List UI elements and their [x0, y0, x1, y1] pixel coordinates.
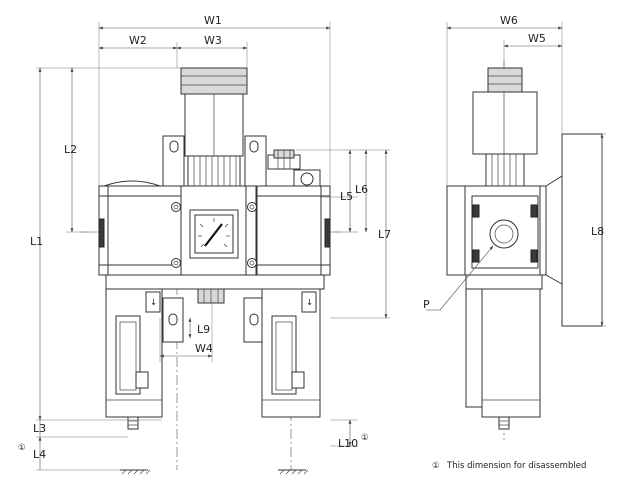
bowl-label: [291, 371, 305, 389]
svg-text:↓: ↓: [306, 298, 313, 308]
side-bonnet-ribs: [491, 154, 517, 186]
side-mounting-plate: [561, 133, 603, 327]
port-left: [98, 218, 105, 248]
dim-label-w2: W2: [129, 34, 147, 47]
sight-glass-inner: [119, 321, 137, 391]
slot-right-lower: [249, 313, 259, 326]
bowl-latch: [301, 291, 317, 313]
lower-neck: [105, 274, 325, 343]
port-right: [324, 218, 331, 248]
gauge-needle: [204, 223, 223, 247]
bonnet: [187, 155, 241, 191]
lubricator-cap: [267, 149, 321, 187]
side-tab: [472, 249, 480, 263]
screw: [171, 258, 181, 268]
front-dimensions: W1 W2 W3 L1 L2 L3 L4 ① L5 L6 L7 L10 ①: [18, 14, 391, 471]
bowl-label: [135, 371, 149, 389]
slot-left-lower: [168, 313, 178, 326]
front-view: ↓ ↓: [80, 67, 345, 475]
lubricator-bowl: ↓: [261, 288, 321, 418]
bowl-latch: [145, 291, 161, 313]
dim-label-l4: L4: [33, 448, 46, 461]
regulator-knob: [162, 67, 267, 191]
dim-label-w5: W5: [528, 32, 546, 45]
gauge-ticks: [198, 218, 230, 248]
side-neck: [465, 274, 543, 290]
side-view: [446, 60, 603, 440]
side-bowl: [481, 288, 541, 418]
dim-label-l10: L10: [338, 437, 358, 450]
screw: [247, 202, 257, 212]
screw: [247, 258, 257, 268]
footnote: ① This dimension for disassembled: [432, 461, 586, 471]
dim-label-w4: W4: [195, 342, 213, 355]
slot-right-upper: [249, 140, 259, 153]
dim-label-l1: L1: [30, 235, 43, 248]
svg-text:↓: ↓: [150, 298, 157, 308]
dim-label-w6: W6: [500, 14, 518, 27]
main-body: [98, 180, 331, 276]
side-tab: [472, 204, 480, 218]
dim-label-l7: L7: [378, 228, 391, 241]
dim-label-l3: L3: [33, 422, 46, 435]
footnote-text: This dimension for disassembled: [446, 461, 586, 471]
dim-label-l9: L9: [197, 323, 210, 336]
footnote-marker: ①: [432, 461, 440, 471]
filter-top-arc: [103, 180, 161, 187]
dim-label-l5: L5: [340, 190, 353, 203]
side-bracket-arms: [545, 175, 563, 285]
side-port-p: [489, 219, 519, 249]
dim-label-l2: L2: [64, 143, 77, 156]
ground-marks: [120, 469, 309, 475]
side-knob-body: [472, 91, 538, 155]
dim-label-l6: L6: [355, 183, 368, 196]
disassembly-marker-l4: ①: [18, 443, 26, 453]
neck-band: [105, 274, 325, 290]
side-bowl-guard: [465, 288, 483, 408]
port-leader: [439, 245, 494, 311]
side-tab: [530, 249, 538, 263]
sight-glass-inner: [275, 321, 293, 391]
oil-plug-screw: [300, 172, 314, 186]
side-tab: [530, 204, 538, 218]
dim-label-w1: W1: [204, 14, 222, 27]
drain-cock: [127, 416, 139, 430]
disassembly-marker-l10: ①: [361, 433, 369, 443]
bonnet-ribs: [193, 156, 237, 190]
port-label: P: [423, 298, 430, 311]
filter-bowl: ↓: [105, 288, 163, 430]
side-dimensions: W6 W5 L8 P: [423, 14, 606, 327]
knob-cap: [180, 67, 248, 95]
side-knob-cap: [487, 67, 523, 93]
slot-left-upper: [169, 140, 179, 153]
dim-label-w3: W3: [204, 34, 222, 47]
screw: [171, 202, 181, 212]
dim-label-l8: L8: [591, 225, 604, 238]
side-drain-cock: [498, 416, 510, 430]
